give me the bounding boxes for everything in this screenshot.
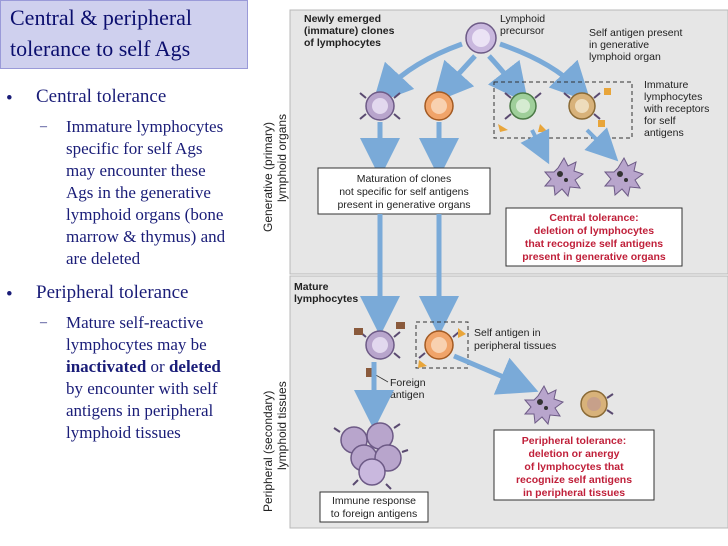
self-antigen-dashed-box xyxy=(493,81,633,139)
peripheral-line: by encounter with self xyxy=(66,379,218,398)
self-antigen-block xyxy=(598,120,605,127)
peripheral-line: antigens in peripheral xyxy=(66,401,214,420)
central-tolerance-box xyxy=(505,207,683,267)
central-line: are deleted xyxy=(66,249,141,268)
foreign-antigen-block xyxy=(396,322,405,329)
lymphoid-precursor-cell xyxy=(465,22,497,54)
or-word: or xyxy=(146,357,169,376)
self-antigen-triangle xyxy=(418,360,427,368)
central-line: Immature lymphocytes xyxy=(66,117,224,136)
self-reactive-immature-cell xyxy=(504,92,542,120)
self-reactive-immature-cell xyxy=(563,92,601,120)
peripheral-label: Peripheral (secondary)lymphoid tissues xyxy=(262,381,289,512)
inactivated-word: inactivated xyxy=(66,357,147,376)
apoptotic-cell xyxy=(543,156,585,198)
arrow xyxy=(432,54,477,103)
arrow xyxy=(453,353,539,395)
central-tolerance-heading: Central tolerance xyxy=(36,86,167,107)
sub-bullet-icon: – xyxy=(40,315,47,330)
arrow xyxy=(584,127,619,162)
immune-response-box xyxy=(319,491,429,523)
foreign-antigen-block xyxy=(366,368,374,377)
peripheral-tolerance-heading: Peripheral tolerance xyxy=(36,282,189,303)
slide-title-line-1: Central & peripheral xyxy=(10,5,193,30)
self-antigen-triangle xyxy=(498,124,508,132)
maturation-box xyxy=(317,167,491,215)
peripheral-tolerance-box xyxy=(493,429,655,501)
self-reactive-mature-cell xyxy=(418,330,460,360)
immature-lymphocyte-cell xyxy=(424,91,454,121)
bullet-icon: • xyxy=(6,284,13,305)
central-line: marrow & thymus) and xyxy=(66,227,226,246)
central-tolerance-text: Immature lymphocytes specific for self A… xyxy=(66,116,266,270)
central-line: lymphoid organs (bone xyxy=(66,205,224,224)
self-antigen-triangle xyxy=(458,328,466,338)
immature-lymphocyte-cell xyxy=(359,91,401,121)
peripheral-line: lymphocytes may be xyxy=(66,335,207,354)
slide-title-line-2: tolerance to self Ags xyxy=(10,36,191,61)
deleted-word: deleted xyxy=(168,357,221,376)
anergic-cell xyxy=(580,390,614,418)
central-tolerance-box-text: Central tolerance:deletion of lymphocyte… xyxy=(522,212,666,263)
sub-bullet-icon: – xyxy=(40,119,47,134)
apoptotic-cell xyxy=(603,156,645,198)
arrow xyxy=(372,41,463,105)
bullet-icon: • xyxy=(6,88,13,109)
mature-lymphocyte-cell xyxy=(359,330,401,360)
central-line: may encounter these xyxy=(66,161,206,180)
self-antigen-block xyxy=(604,88,611,95)
arrow xyxy=(487,54,529,104)
central-line: Ags in the generative xyxy=(66,183,211,202)
central-line: specific for self Ags xyxy=(66,139,203,158)
tolerance-diagram: Generative (primary)lymphoid organs Peri… xyxy=(262,9,728,529)
arrow xyxy=(499,41,591,103)
arrow xyxy=(520,128,550,165)
proliferating-cell-cluster xyxy=(333,422,409,490)
peripheral-tolerance-text: Mature self-reactive lymphocytes may be … xyxy=(66,312,266,444)
peripheral-line: Mature self-reactive xyxy=(66,313,204,332)
foreign-antigen-block xyxy=(354,328,363,335)
peripheral-line-3: inactivated or deleted xyxy=(66,356,266,378)
generative-label: Generative (primary)lymphoid organs xyxy=(262,114,289,232)
title-box: Central & peripheral tolerance to self A… xyxy=(0,0,248,69)
apoptotic-cell xyxy=(523,384,565,426)
peripheral-line: lymphoid tissues xyxy=(66,423,181,442)
